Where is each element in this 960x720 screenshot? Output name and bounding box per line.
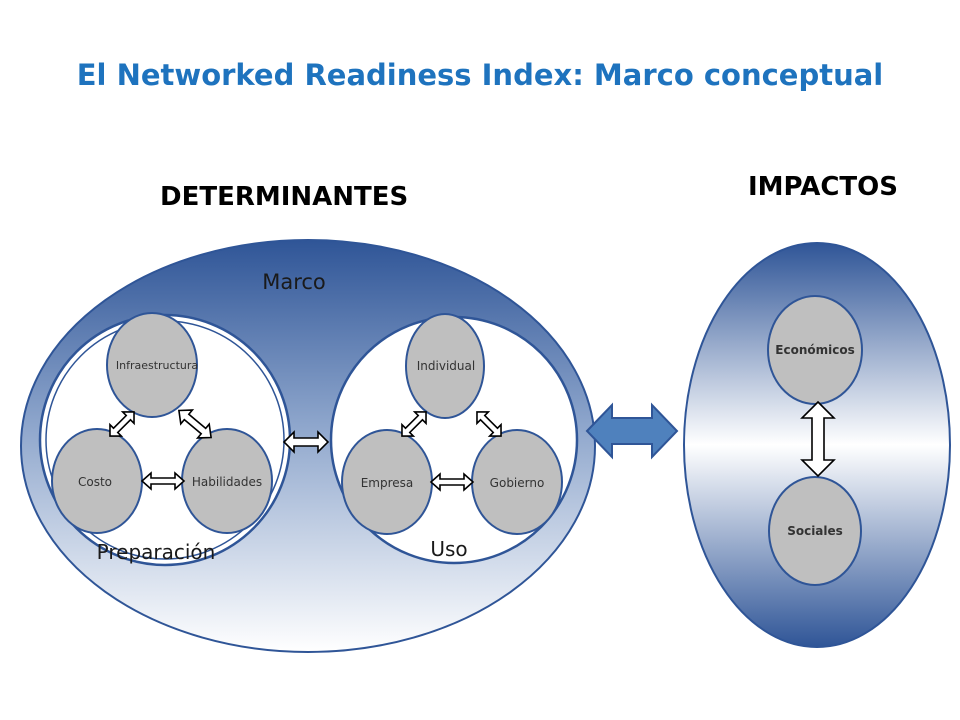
habilidades-label: Habilidades xyxy=(192,475,262,489)
economicos-sociales-arrow xyxy=(800,400,836,478)
individual-gobierno-arrow xyxy=(476,411,502,437)
costo-infraestructura-arrow xyxy=(109,411,135,437)
uso-label: Uso xyxy=(430,537,467,561)
preparacion-label: Preparación xyxy=(97,540,216,564)
sociales-node xyxy=(768,476,862,586)
marco-label: Marco xyxy=(262,270,326,294)
impactos-heading: IMPACTOS xyxy=(748,172,898,202)
empresa-label: Empresa xyxy=(361,476,414,490)
economicos-label: Económicos xyxy=(775,343,854,357)
infraestructura-node xyxy=(106,312,198,418)
empresa-individual-arrow xyxy=(401,411,427,437)
preparacion-uso-arrow xyxy=(282,430,330,454)
individual-label: Individual xyxy=(417,359,475,373)
costo-label: Costo xyxy=(78,475,112,489)
determinantes-heading: DETERMINANTES xyxy=(160,182,409,212)
costo-habilidades-arrow xyxy=(140,471,186,491)
infraestructura-habilidades-arrow xyxy=(177,409,213,439)
slide-title: El Networked Readiness Index: Marco conc… xyxy=(76,58,884,92)
gobierno-label: Gobierno xyxy=(490,476,545,490)
determinantes-impactos-arrow xyxy=(585,402,679,460)
empresa-gobierno-arrow xyxy=(429,472,475,492)
sociales-label: Sociales xyxy=(787,524,843,538)
individual-node xyxy=(405,313,485,419)
infraestructura-label: Infraestructura xyxy=(116,359,198,372)
